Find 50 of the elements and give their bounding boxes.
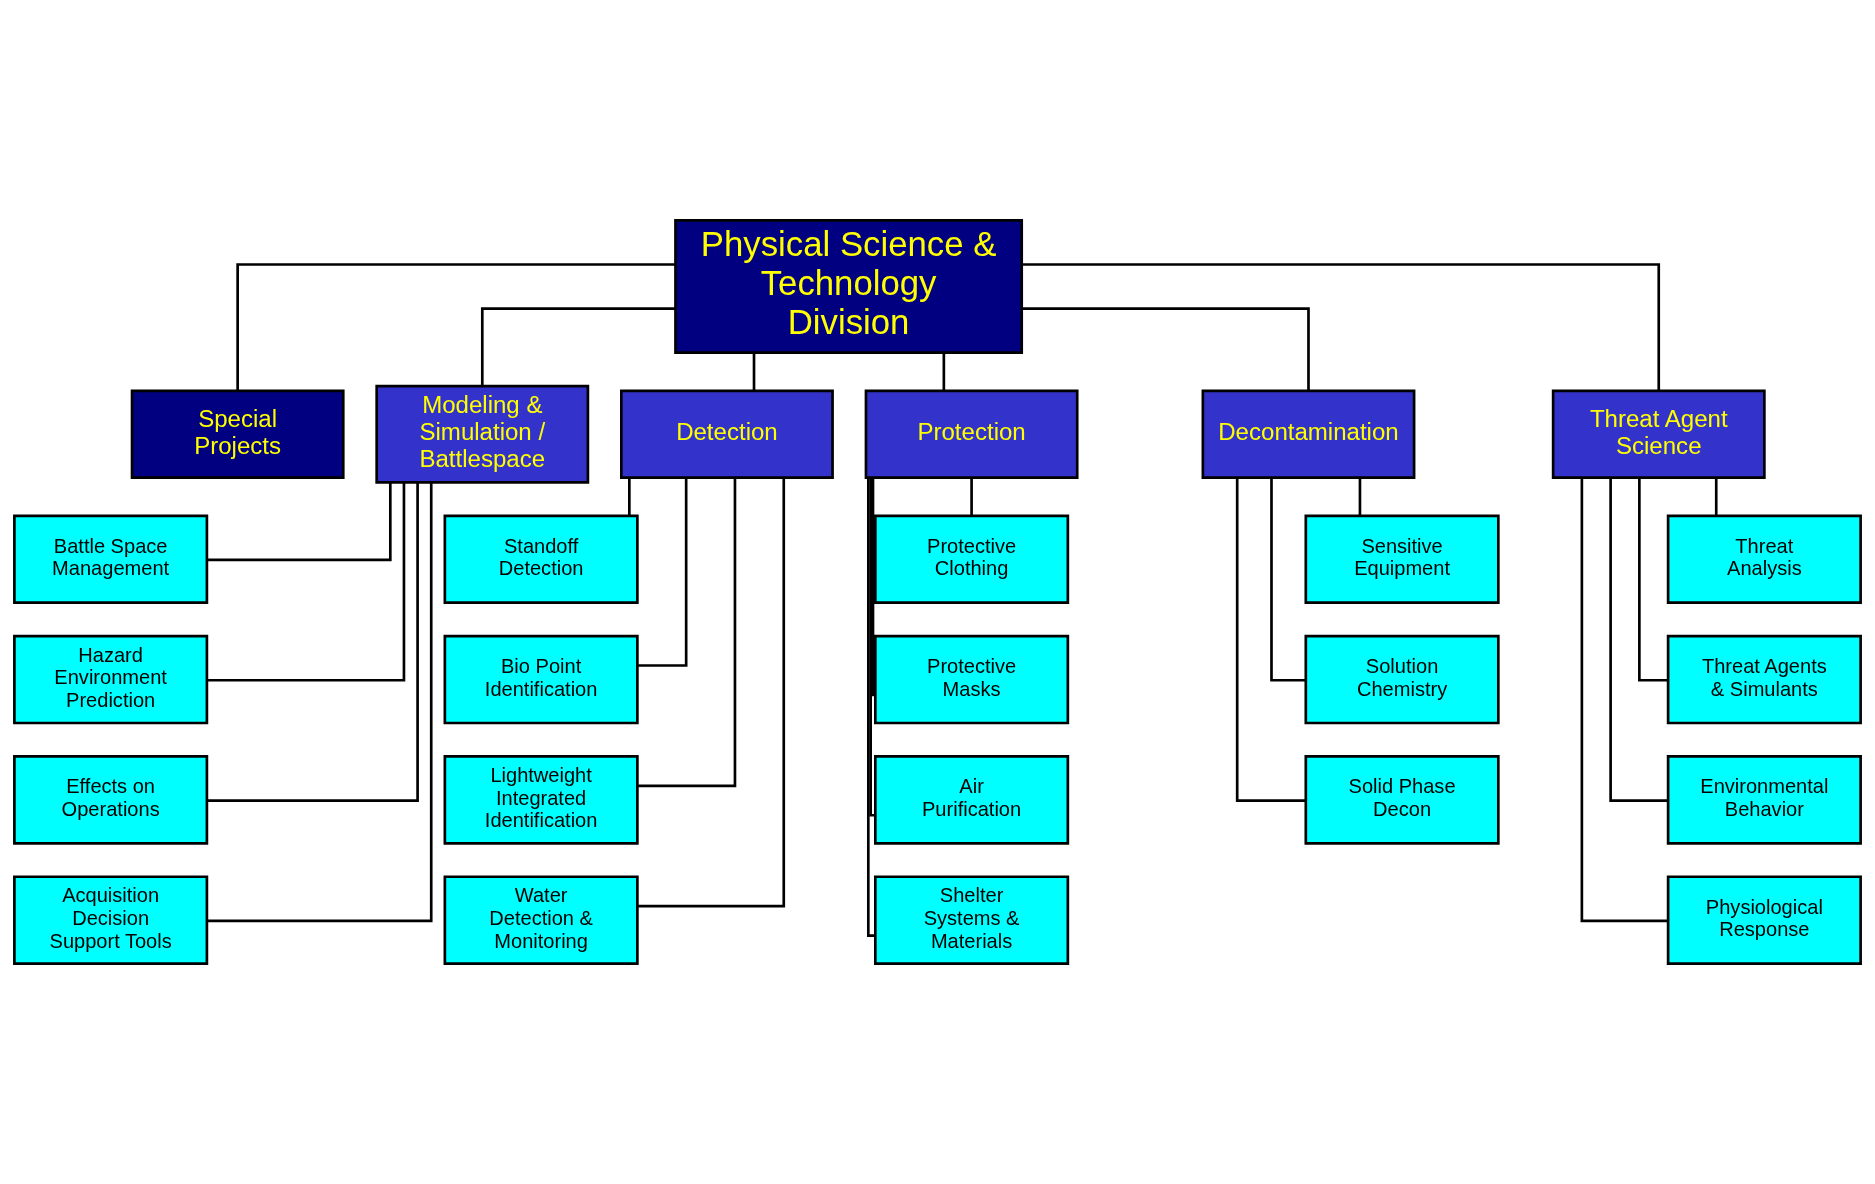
connector — [480, 307, 676, 387]
node-box: Special Projects — [130, 389, 345, 480]
connector — [1358, 477, 1362, 516]
node-box: Air Purification — [874, 755, 1070, 845]
node-box: Threat Agent Science — [1551, 389, 1766, 480]
node-box: Physical Science & Technology Division — [674, 219, 1024, 355]
node-box: Protective Clothing — [874, 514, 1070, 605]
connector — [207, 482, 406, 682]
node-box: Shelter Systems & Materials — [874, 875, 1070, 965]
node-box: Protective Masks — [874, 634, 1070, 725]
connector — [970, 477, 973, 516]
node-box: Standoff Detection — [443, 514, 639, 605]
connector — [1235, 477, 1306, 802]
node-box: Solution Chemistry — [1304, 634, 1500, 725]
connector — [236, 263, 676, 391]
connector — [869, 477, 875, 817]
node-box: Protection — [864, 389, 1079, 480]
node-box: Sensitive Equipment — [1304, 514, 1500, 605]
connector — [1580, 477, 1668, 923]
node-box: Modeling & Simulation / Battlespace — [375, 384, 590, 484]
connector — [1714, 477, 1718, 516]
node-box: Hazard Environment Prediction — [13, 634, 209, 725]
node-box: Solid Phase Decon — [1304, 755, 1500, 845]
node-box: Lightweight Integrated Identification — [443, 755, 639, 845]
connector — [637, 477, 786, 908]
node-box: Acquisition Decision Support Tools — [13, 875, 209, 965]
node-box: Effects on Operations — [13, 755, 209, 845]
connector — [628, 477, 631, 516]
node-box: Bio Point Identification — [443, 634, 639, 725]
node-box: Environmental Behavior — [1666, 755, 1862, 845]
connector — [1021, 263, 1661, 391]
node-box: Water Detection & Monitoring — [443, 875, 639, 965]
connector — [871, 477, 876, 697]
connector — [207, 482, 433, 923]
connector — [1021, 307, 1310, 391]
node-box: Decontamination — [1201, 389, 1416, 480]
node-box: Detection — [620, 389, 834, 480]
node-box: Physiological Response — [1666, 875, 1862, 965]
connector — [867, 477, 876, 937]
node-box: Threat Analysis — [1666, 514, 1862, 605]
node-box: Threat Agents & Simulants — [1666, 634, 1862, 725]
connector — [637, 477, 688, 667]
connector — [637, 477, 737, 788]
node-box: Battle Space Management — [13, 514, 209, 605]
connector — [206, 482, 419, 802]
connector — [1609, 477, 1668, 802]
connector — [207, 482, 392, 562]
connector — [1270, 478, 1306, 682]
connector — [942, 353, 946, 391]
connector — [752, 353, 756, 391]
